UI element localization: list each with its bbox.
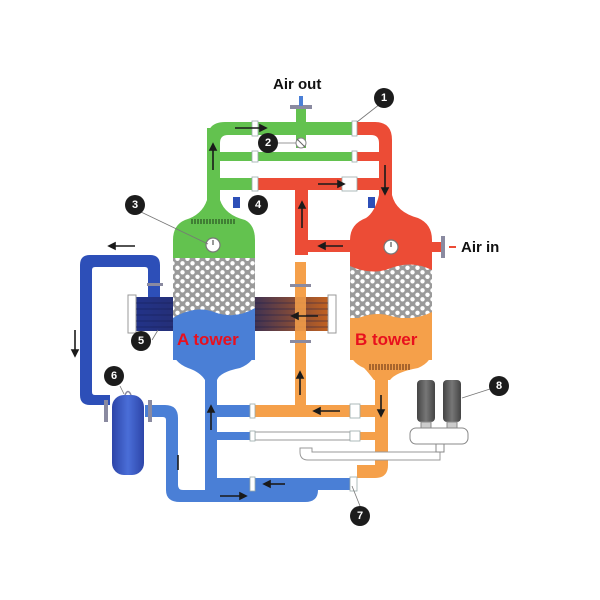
outlet-nozzle [299, 96, 303, 106]
silencer-b [368, 197, 375, 208]
lower-pipe-unions [249, 403, 361, 492]
callout-3: 3 [125, 195, 145, 215]
check-valve-icon [295, 137, 307, 149]
silencer-a [233, 197, 240, 208]
callout-leaders [119, 103, 491, 507]
diffuser-a [191, 219, 235, 224]
inlet-flange [441, 236, 445, 258]
outlet-flange [290, 105, 312, 109]
callout-6: 6 [104, 366, 124, 386]
tower-a-label: A tower [177, 330, 239, 349]
flow-arrows [70, 123, 390, 501]
wet-air-piping [258, 122, 442, 265]
filter-assembly [409, 380, 469, 453]
pressure-gauge-b-icon [383, 239, 399, 255]
callout-4: 4 [248, 195, 268, 215]
water-separator [104, 390, 152, 475]
air-in-label: Air in [461, 239, 500, 256]
callout-7: 7 [350, 506, 370, 526]
dry-air-piping [173, 108, 352, 262]
diffuser-b [369, 364, 410, 370]
tower-b [350, 262, 432, 360]
callout-2: 2 [258, 133, 278, 153]
callout-1: 1 [374, 88, 394, 108]
pressure-gauge-a-icon [205, 237, 221, 253]
callout-5: 5 [131, 331, 151, 351]
callout-8: 8 [489, 376, 509, 396]
tower-b-label: B tower [355, 330, 418, 349]
air-out-label: Air out [273, 76, 322, 93]
